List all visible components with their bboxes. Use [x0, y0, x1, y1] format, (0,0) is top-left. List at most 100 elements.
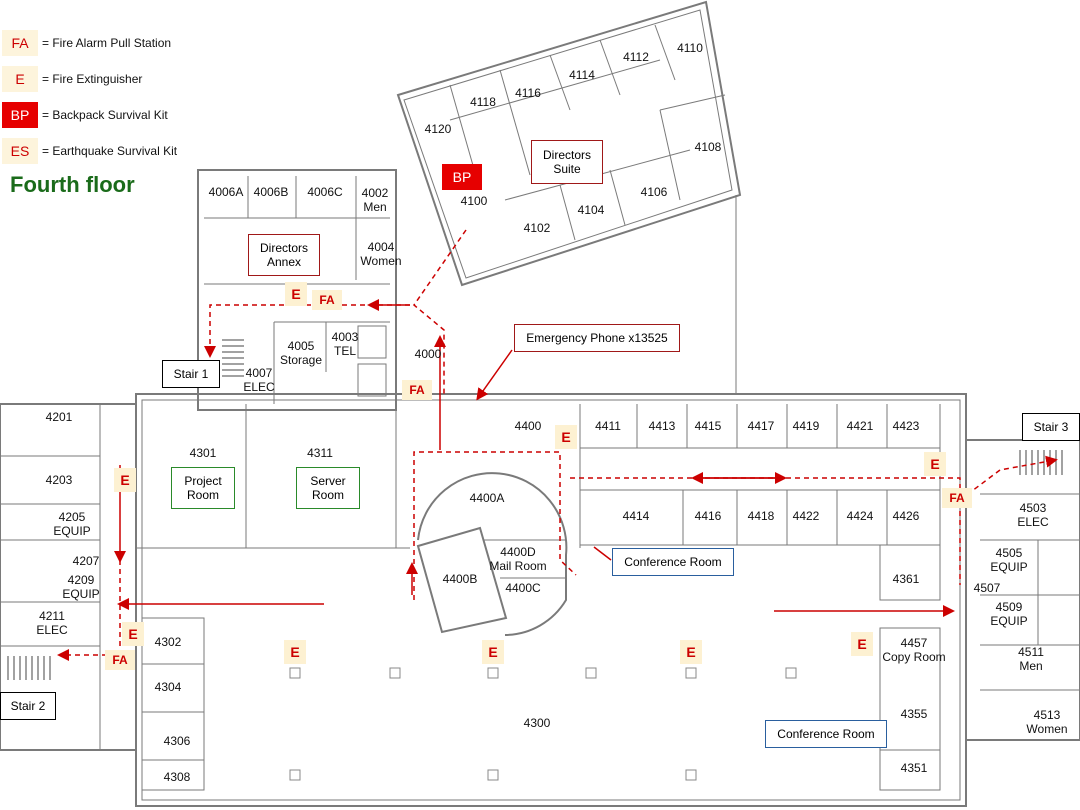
- room-4304: 4304: [154, 680, 182, 694]
- room-4424: 4424: [846, 509, 874, 523]
- room-4110: 4110: [677, 41, 703, 55]
- conference-room-label-2: Conference Room: [765, 720, 887, 748]
- room-4400a-outline: [417, 472, 568, 636]
- directors-block-outline: [396, 0, 742, 287]
- room-4509: 4509 EQUIP: [990, 600, 1028, 628]
- floor-title: Fourth floor: [10, 172, 135, 197]
- room-4400b: 4400B: [442, 572, 478, 586]
- room-4505: 4505 EQUIP: [990, 546, 1028, 574]
- room-4201: 4201: [45, 410, 73, 424]
- room-4108: 4108: [694, 140, 722, 154]
- room-4114: 4114: [569, 68, 595, 82]
- room-4006a: 4006A: [208, 185, 244, 199]
- room-4116: 4116: [515, 86, 541, 100]
- stair3-label: Stair 3: [1022, 413, 1080, 441]
- backpack-kit-marker: BP: [442, 164, 482, 190]
- extinguisher-marker: E: [851, 632, 873, 656]
- room-4423: 4423: [892, 419, 920, 433]
- route-4400-loop: [413, 451, 577, 600]
- legend-key-e: E: [2, 66, 38, 92]
- legend-text-bp: = Backpack Survival Kit: [42, 108, 168, 122]
- room-4511: 4511 Men: [1018, 645, 1044, 673]
- room-4411: 4411: [595, 419, 621, 433]
- extinguisher-marker: E: [114, 468, 136, 492]
- extinguisher-marker: E: [924, 452, 946, 476]
- extinguisher-marker: E: [122, 622, 144, 646]
- room-4120: 4120: [424, 122, 452, 136]
- room-4002: 4002 Men: [361, 186, 389, 214]
- room-4400: 4400: [514, 419, 542, 433]
- legend-text-e: = Fire Extinguisher: [42, 72, 143, 86]
- emergency-phone-pointer: [476, 349, 513, 401]
- directors-annex-label: Directors Annex: [248, 234, 320, 276]
- emergency-phone-label: Emergency Phone x13525: [514, 324, 680, 352]
- room-4419: 4419: [792, 419, 820, 433]
- room-4417: 4417: [747, 419, 775, 433]
- fire-alarm-marker: FA: [942, 488, 972, 508]
- room-4414: 4414: [622, 509, 650, 523]
- route-annex: [204, 304, 410, 358]
- conference-pointer: [593, 546, 612, 561]
- room-4513: 4513 Women: [1026, 708, 1068, 736]
- room-4000: 4000: [414, 347, 442, 361]
- left-wing: [0, 403, 137, 751]
- legend-key-es: ES: [2, 138, 38, 164]
- room-4306: 4306: [163, 734, 191, 748]
- directors-suite-label: Directors Suite: [531, 140, 603, 184]
- room-4102: 4102: [523, 221, 551, 235]
- columns: [289, 667, 797, 781]
- room-4413: 4413: [648, 419, 676, 433]
- room-4400d: 4400D Mail Room: [489, 545, 547, 573]
- room-4106: 4106: [640, 185, 668, 199]
- room-4007: 4007 ELEC: [243, 366, 275, 394]
- room-4003: 4003 TEL: [331, 330, 359, 358]
- room-4311: 4311: [307, 446, 333, 460]
- room-4118: 4118: [470, 95, 496, 109]
- legend-row-bp: BP = Backpack Survival Kit: [2, 102, 168, 128]
- evacuation-routes: [57, 229, 1058, 661]
- room-4421: 4421: [846, 419, 874, 433]
- stair1-steps: [222, 339, 244, 377]
- room-4355: 4355: [900, 707, 928, 721]
- conference-room-label-1: Conference Room: [612, 548, 734, 576]
- room-4112: 4112: [623, 50, 649, 64]
- room-4209: 4209 EQUIP: [62, 573, 100, 601]
- room-4415: 4415: [694, 419, 722, 433]
- room-4416: 4416: [694, 509, 722, 523]
- fire-alarm-marker: FA: [312, 290, 342, 310]
- room-4104: 4104: [577, 203, 605, 217]
- room-4426: 4426: [892, 509, 920, 523]
- room-4211: 4211 ELEC: [36, 609, 68, 637]
- legend-row-fa: FA = Fire Alarm Pull Station: [2, 30, 171, 56]
- extinguisher-marker: E: [482, 640, 504, 664]
- room-4361: 4361: [892, 572, 920, 586]
- room-4300: 4300: [523, 716, 551, 730]
- extinguisher-marker: E: [555, 425, 577, 449]
- extinguisher-marker: E: [285, 282, 307, 306]
- extinguisher-marker: E: [680, 640, 702, 664]
- room-4006b: 4006B: [253, 185, 289, 199]
- room-4503: 4503 ELEC: [1017, 501, 1049, 529]
- legend-text-es: = Earthquake Survival Kit: [42, 144, 178, 158]
- room-4400c: 4400C: [505, 581, 541, 595]
- legend-row-es: ES = Earthquake Survival Kit: [2, 138, 177, 164]
- room-4005: 4005 Storage: [279, 339, 323, 367]
- legend-row-e: E = Fire Extinguisher: [2, 66, 142, 92]
- room-4400a: 4400A: [469, 491, 505, 505]
- fire-alarm-marker: FA: [105, 650, 135, 670]
- room-4507: 4507: [973, 581, 1001, 595]
- room-4308: 4308: [163, 770, 191, 784]
- room-4418: 4418: [747, 509, 775, 523]
- server-room-label: Server Room: [296, 467, 360, 509]
- room-4205: 4205 EQUIP: [53, 510, 91, 538]
- room-4004: 4004 Women: [360, 240, 402, 268]
- legend-key-fa: FA: [2, 30, 38, 56]
- stair1-label: Stair 1: [162, 360, 220, 388]
- fire-alarm-marker: FA: [402, 380, 432, 400]
- room-4351: 4351: [900, 761, 928, 775]
- room-4203: 4203: [45, 473, 73, 487]
- room-4006c: 4006C: [307, 185, 343, 199]
- legend-text-fa: = Fire Alarm Pull Station: [42, 36, 172, 50]
